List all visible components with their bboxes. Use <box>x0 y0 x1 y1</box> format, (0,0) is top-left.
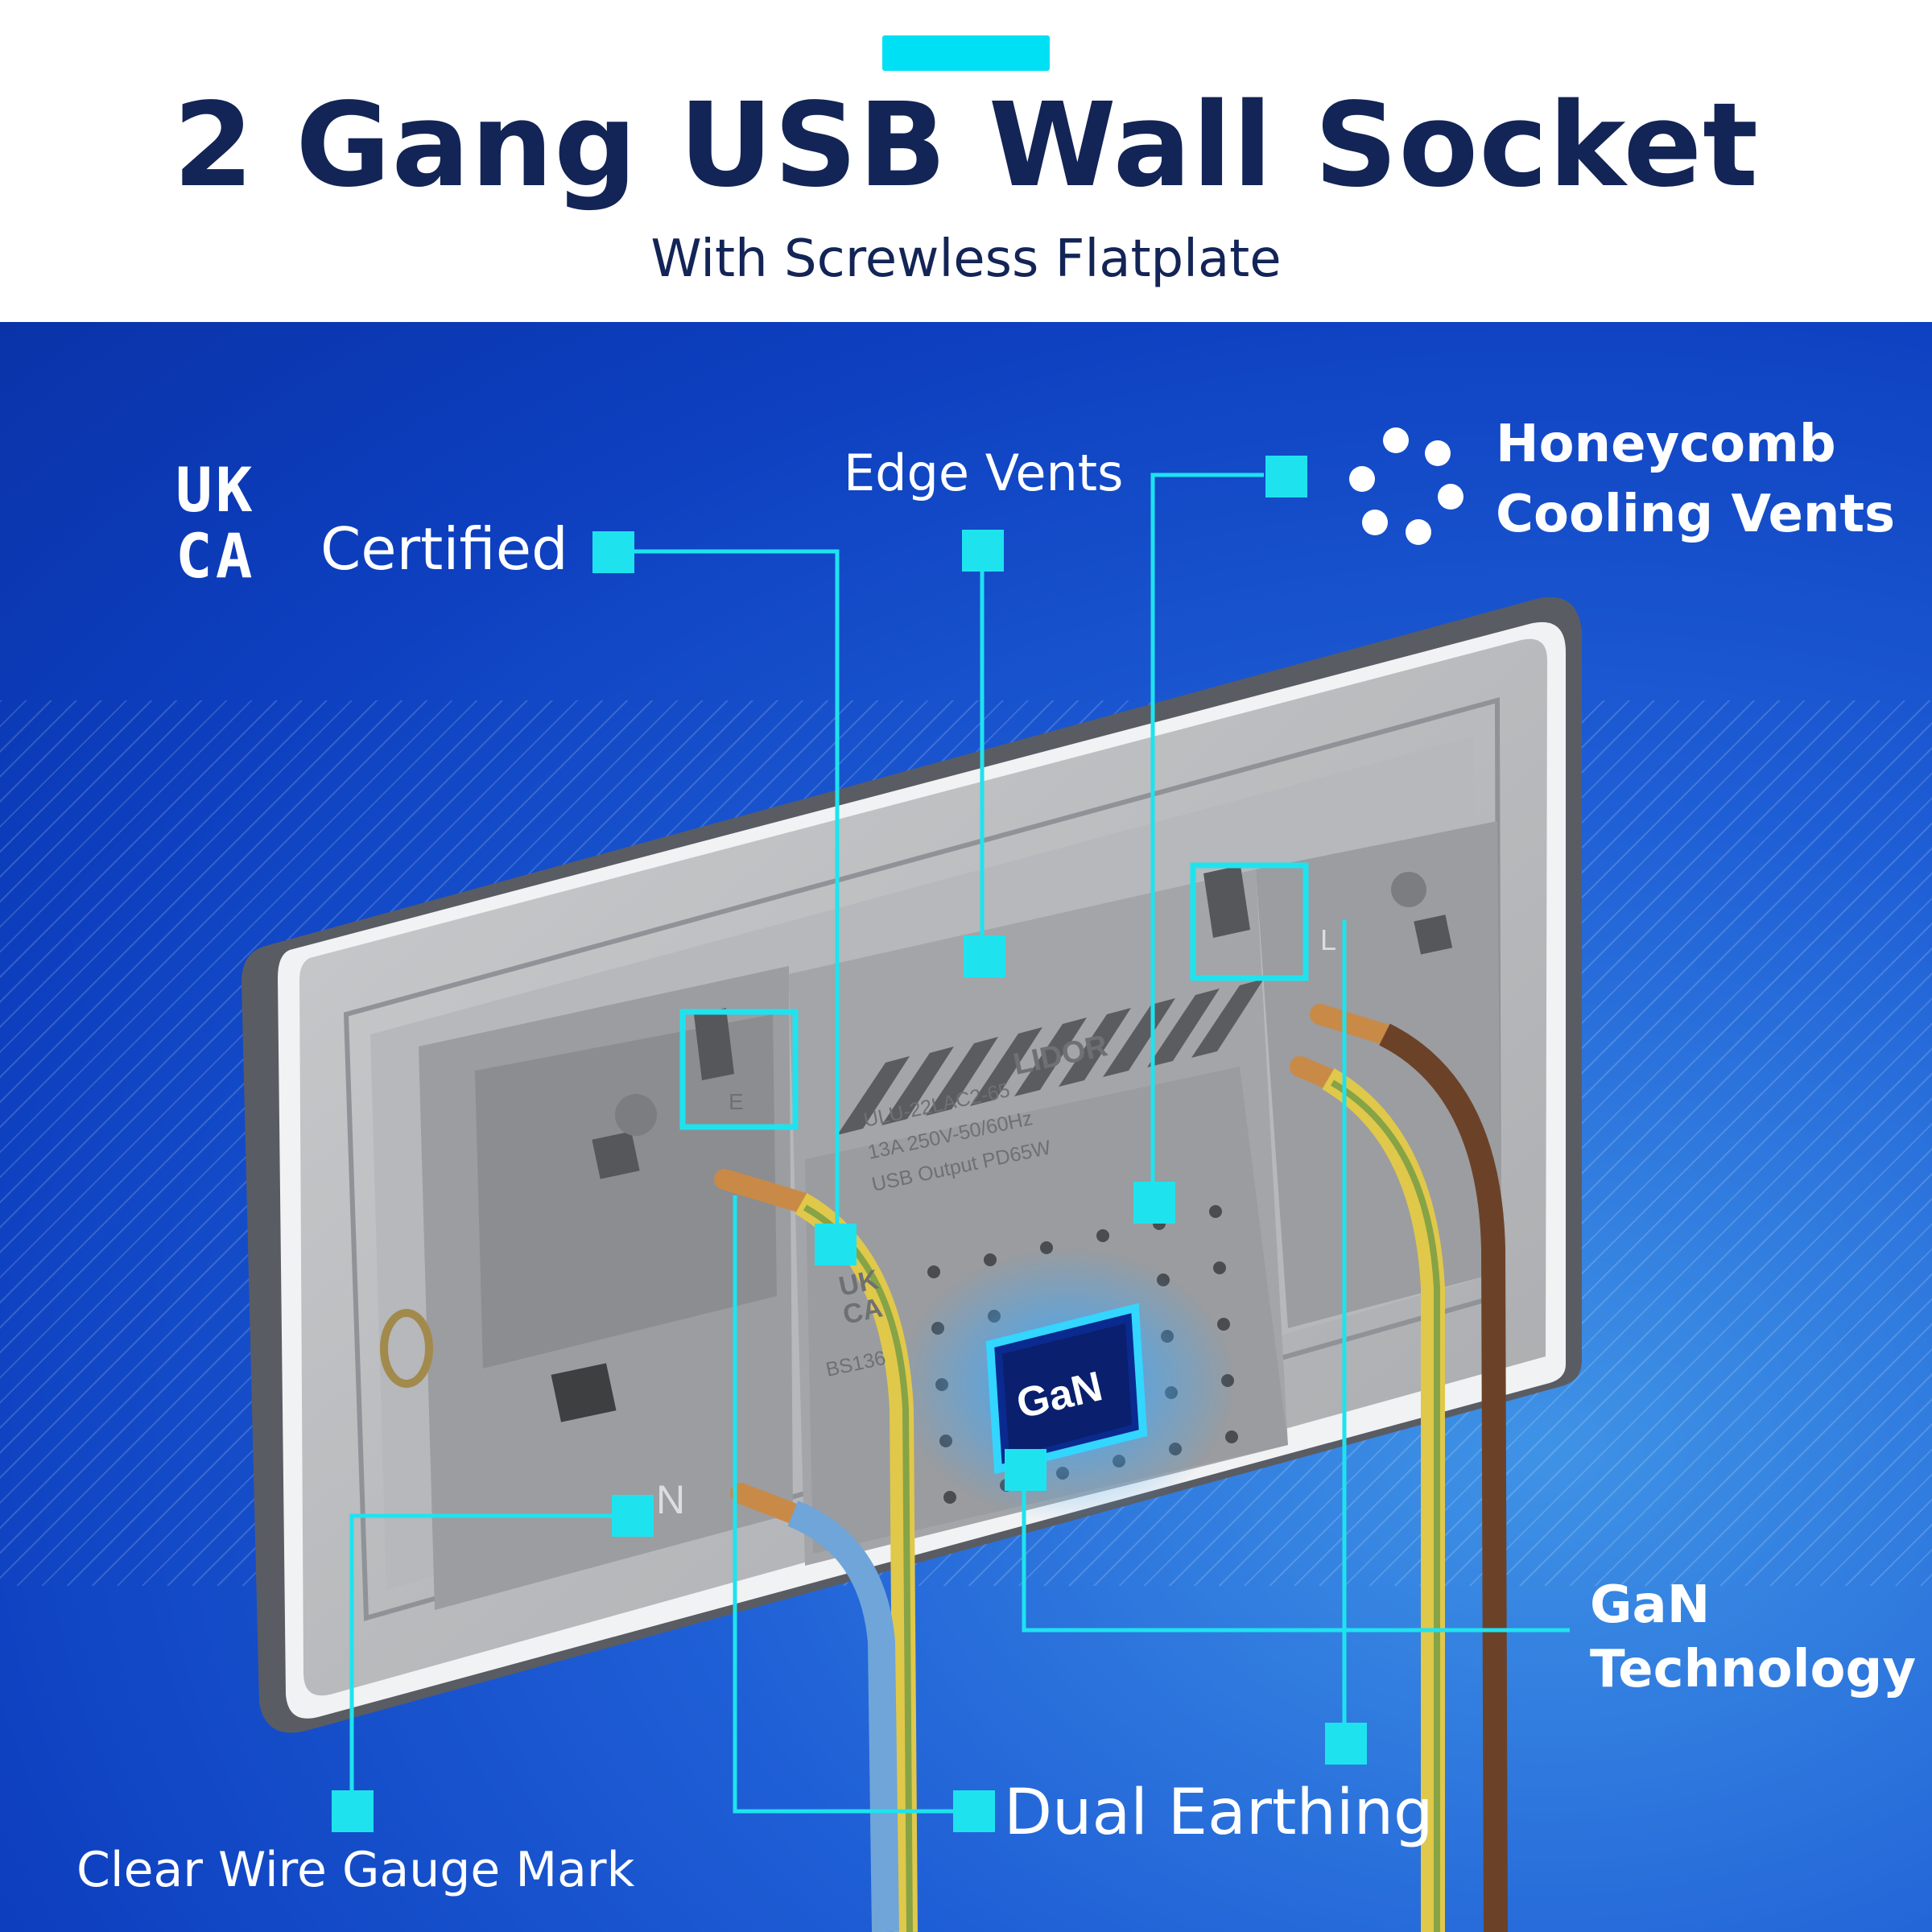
honeycomb-icon <box>1344 423 1473 551</box>
label-wire-gauge: Clear Wire Gauge Mark <box>76 1842 635 1898</box>
terminal-n: N <box>656 1477 685 1522</box>
live-wire <box>1379 1023 1508 1932</box>
header: 2 Gang USB Wall Socket With Screwless Fl… <box>0 0 1932 322</box>
ukca-logo: UK CA <box>175 457 296 589</box>
callout-markers <box>332 456 1367 1832</box>
accent-bar <box>882 35 1050 71</box>
label-gan-line1: GaN <box>1590 1575 1711 1635</box>
edge-vent-slots <box>837 979 1264 1135</box>
page-title: 2 Gang USB Wall Socket <box>172 77 1760 213</box>
label-honeycomb-line1: Honeycomb <box>1496 415 1836 474</box>
label-edge-vents: Edge Vents <box>844 444 1124 502</box>
terminal-l: L <box>1320 923 1336 956</box>
label-gan-line2: Technology <box>1590 1640 1917 1699</box>
ukca-logo-bottom: CA <box>175 520 256 592</box>
page-subtitle: With Screwless Flatplate <box>650 229 1282 289</box>
socket-illustration: LIDOR ULU-22LAC2-65 13A 250V-50/60Hz USB… <box>242 456 1582 1932</box>
label-ukca-certified: Certified <box>320 515 568 583</box>
label-honeycomb-line2: Cooling Vents <box>1496 485 1896 544</box>
ukca-logo-top: UK <box>175 454 256 526</box>
product-stage: LIDOR ULU-22LAC2-65 13A 250V-50/60Hz USB… <box>0 322 1932 1932</box>
right-socket-module <box>1256 821 1501 1328</box>
callout-highlight-boxes <box>679 862 1309 1130</box>
terminal-e: E <box>729 1089 744 1114</box>
neutral-wire <box>787 1501 899 1932</box>
label-dual-earthing: Dual Earthing <box>1004 1777 1434 1849</box>
callout-lines <box>349 473 1570 1814</box>
